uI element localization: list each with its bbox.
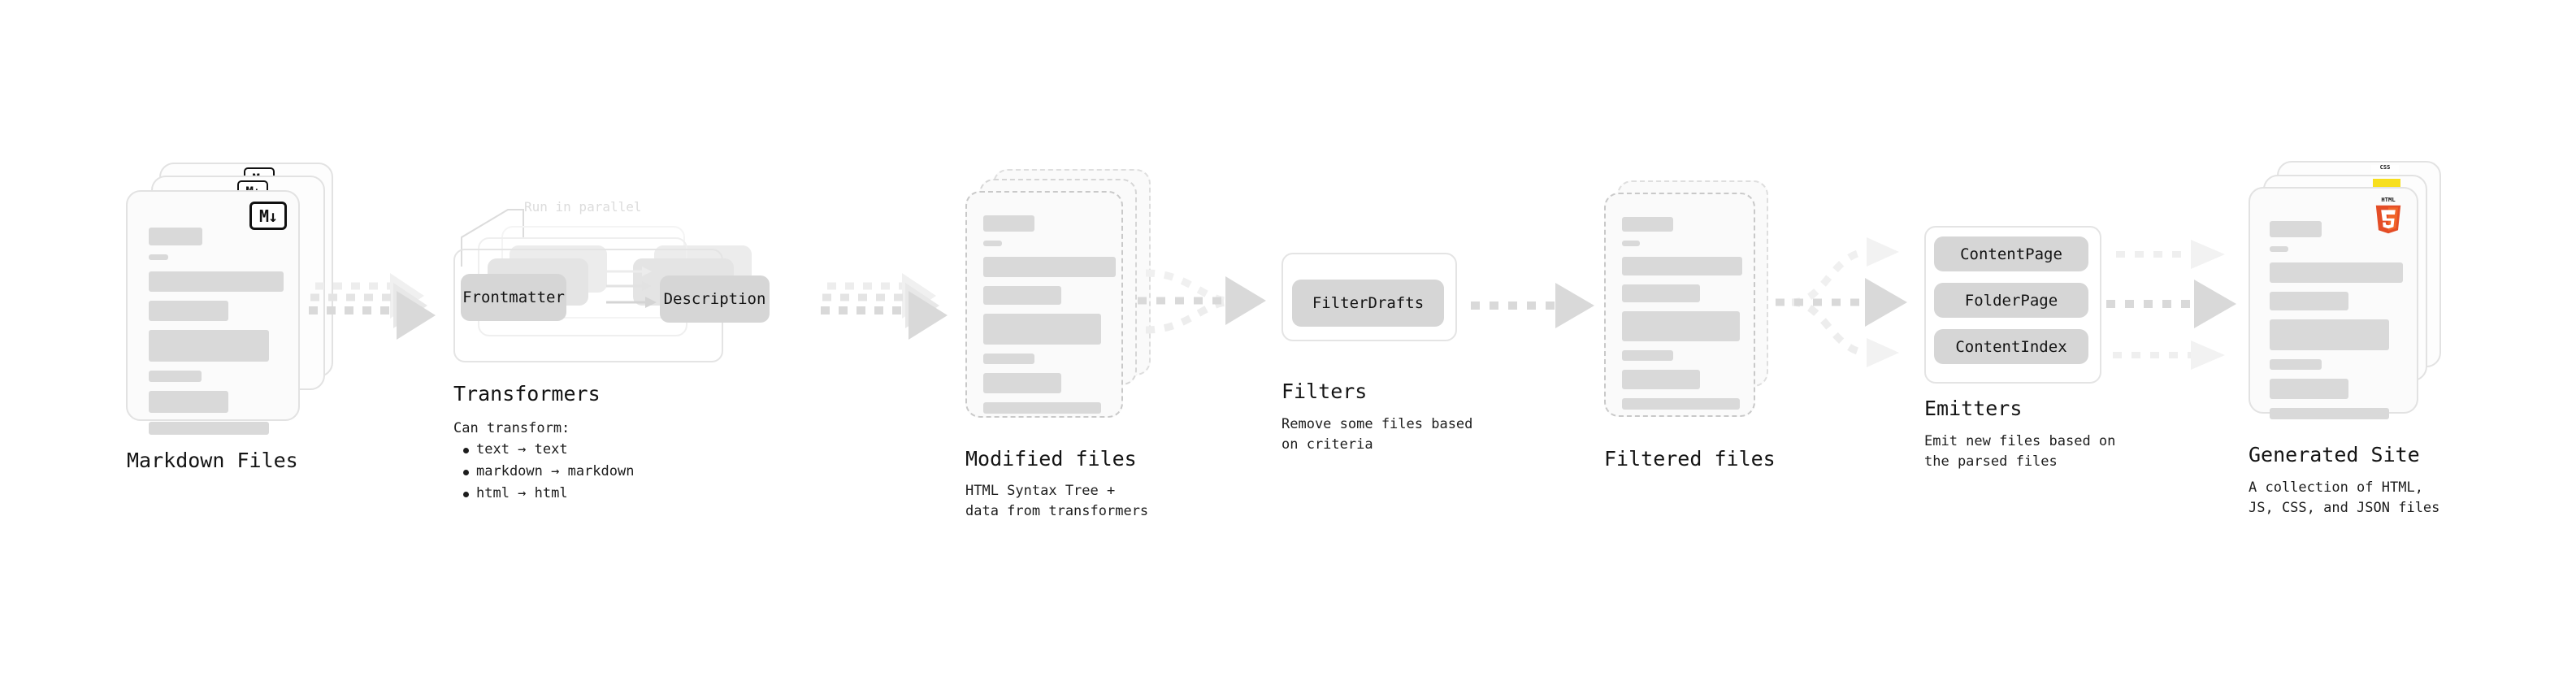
- connector-md-to-transformers: [309, 273, 436, 340]
- markdown-icon: M↓: [249, 202, 287, 230]
- emitters-description: Emit new files based on the parsed files: [1924, 433, 2116, 470]
- doc-skeleton: [1622, 217, 1742, 419]
- markdown-file-card-front: M↓: [126, 190, 300, 435]
- html5-icon: HTML: [2375, 196, 2401, 234]
- stage-title-filtered-files: Filtered files: [1604, 447, 1776, 471]
- emitter-chip-folderpage[interactable]: FolderPage: [1934, 283, 2088, 318]
- connector-modified-to-filters: [1138, 269, 1266, 334]
- svg-text:HTML: HTML: [2381, 196, 2396, 203]
- transformers-bullet-2: html → html: [476, 485, 568, 501]
- doc-skeleton: [149, 228, 284, 444]
- connector-filtered-to-emitters: [1776, 237, 1907, 367]
- filters-description: Remove some files based on criteria: [1281, 416, 1473, 453]
- transformers-bullet-0: text → text: [476, 441, 568, 458]
- transformers-bullet-1: markdown → markdown: [476, 463, 635, 479]
- emitter-chip-contentindex[interactable]: ContentIndex: [1934, 329, 2088, 364]
- transformer-chip-frontmatter[interactable]: Frontmatter: [461, 274, 566, 321]
- stage-title-emitters: Emitters: [1924, 397, 2023, 420]
- emitter-chip-contentpage[interactable]: ContentPage: [1934, 236, 2088, 271]
- transformers-description: Can transform:: [453, 420, 570, 436]
- stage-title-filters: Filters: [1281, 380, 1368, 403]
- transformer-inner-arrows: [606, 267, 657, 308]
- doc-skeleton: [983, 215, 1116, 423]
- emitters-panel: [1924, 226, 2101, 384]
- stage-title-generated-site: Generated Site: [2249, 443, 2420, 466]
- stage-title-markdown-files: Markdown Files: [127, 449, 298, 472]
- generated-site-description: A collection of HTML, JS, CSS, and JSON …: [2249, 479, 2440, 516]
- filtered-file-card-front: [1604, 193, 1755, 417]
- stage-title-transformers: Transformers: [453, 382, 601, 406]
- filter-chip-filterdrafts[interactable]: FilterDrafts: [1292, 280, 1444, 327]
- transformers-parallel-hint: Run in parallel: [524, 199, 642, 215]
- modified-files-description: HTML Syntax Tree + data from transformer…: [965, 483, 1149, 519]
- filters-panel: [1281, 253, 1457, 341]
- modified-file-card-front: [965, 191, 1123, 418]
- stage-title-modified-files: Modified files: [965, 447, 1137, 471]
- transformers-bracket-leader: [461, 209, 524, 267]
- connector-transformers-to-modified: [821, 273, 948, 340]
- connector-filters-to-filtered: [1471, 283, 1594, 328]
- connector-emitters-to-site: [2106, 240, 2236, 370]
- doc-skeleton: [2270, 221, 2403, 428]
- transformer-chip-description[interactable]: Description: [660, 275, 770, 323]
- site-file-card-front: HTML: [2249, 187, 2418, 419]
